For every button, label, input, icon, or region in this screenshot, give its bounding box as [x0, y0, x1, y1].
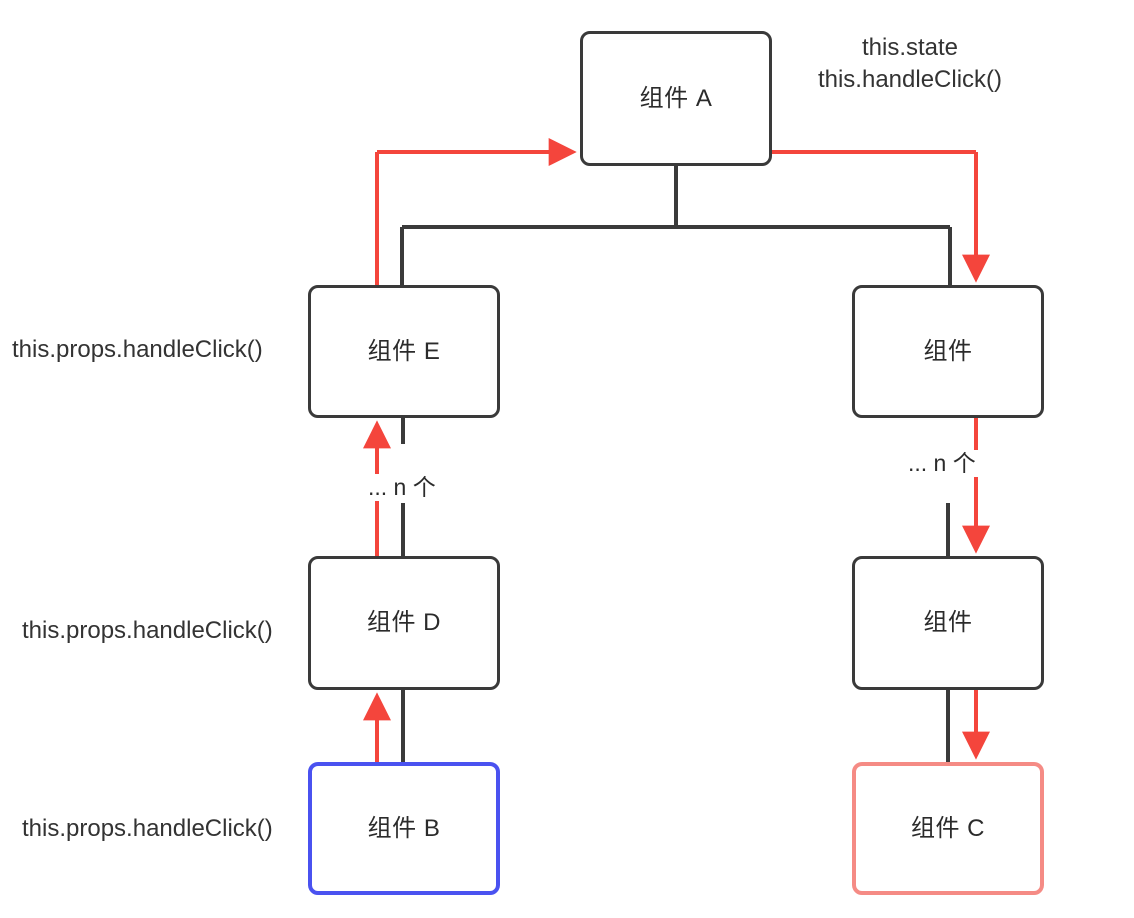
node-label: 组件 E	[367, 337, 441, 365]
label-n-count-right: ... n 个	[905, 450, 979, 477]
label-n-count-text: ... n 个	[908, 450, 976, 476]
annotation-props-handleclick-d: this.props.handleClick()	[22, 615, 312, 647]
node-component-a[interactable]: 组件 A	[580, 31, 772, 166]
annotation-line: this.handleClick()	[817, 65, 1003, 93]
node-label: 组件	[923, 337, 973, 365]
node-component-right-lower[interactable]: 组件	[852, 556, 1044, 690]
annotation-line: this.props.handleClick()	[22, 815, 273, 842]
annotation-line: this.props.handleClick()	[12, 336, 263, 363]
node-component-e[interactable]: 组件 E	[308, 285, 500, 418]
annotation-line: this.props.handleClick()	[22, 617, 273, 644]
annotation-this-state: this.state this.handleClick()	[800, 32, 1020, 95]
label-n-count-text: ... n 个	[368, 474, 436, 500]
annotation-props-handleclick-b: this.props.handleClick()	[22, 813, 312, 845]
red-connectors	[363, 138, 990, 762]
label-n-count-left: ... n 个	[365, 474, 439, 501]
annotation-line: this.state	[861, 34, 959, 61]
node-component-c[interactable]: 组件 C	[852, 762, 1044, 895]
node-label: 组件 C	[911, 814, 985, 842]
black-connectors	[400, 166, 952, 762]
node-label: 组件 A	[639, 84, 713, 112]
node-component-right-upper[interactable]: 组件	[852, 285, 1044, 418]
node-label: 组件 B	[367, 814, 441, 842]
node-label: 组件	[923, 609, 973, 636]
node-component-d[interactable]: 组件 D	[308, 556, 500, 690]
node-component-b[interactable]: 组件 B	[308, 762, 500, 895]
node-label: 组件 D	[367, 609, 441, 636]
annotation-props-handleclick-e: this.props.handleClick()	[12, 334, 302, 366]
